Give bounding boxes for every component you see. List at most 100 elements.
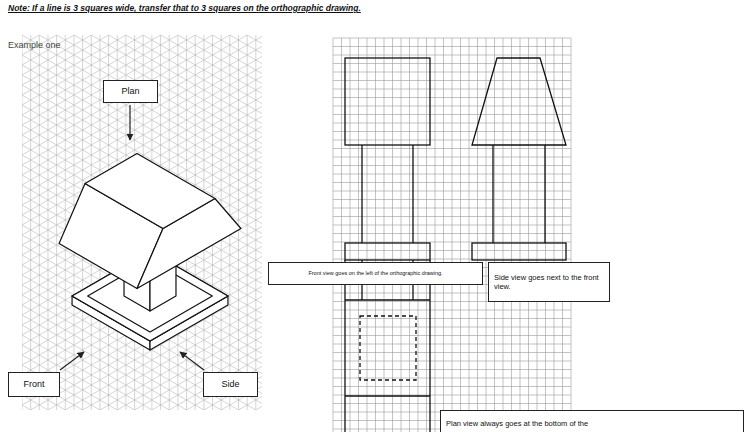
grid-line xyxy=(358,38,359,432)
grid-line xyxy=(333,89,571,90)
grid-line xyxy=(333,97,571,98)
grid-line xyxy=(333,165,571,166)
grid-line xyxy=(39,35,40,410)
grid-line xyxy=(333,403,571,404)
grid-line xyxy=(22,35,23,410)
grid-line xyxy=(554,38,555,432)
grid-line xyxy=(56,35,57,410)
plan-outline xyxy=(345,395,430,396)
grid-line xyxy=(367,38,368,432)
grid-line xyxy=(333,46,571,47)
grid-line xyxy=(333,225,571,226)
grid-line xyxy=(22,35,262,65)
plan-hidden-column xyxy=(360,316,416,380)
side-column xyxy=(492,145,493,243)
grid-line xyxy=(384,38,385,432)
orthographic-views xyxy=(345,58,566,432)
side-base xyxy=(472,243,566,260)
grid-line xyxy=(333,123,571,124)
grid-line xyxy=(333,386,571,387)
grid-line xyxy=(545,38,546,432)
grid-line xyxy=(333,208,571,209)
label-text: Plan xyxy=(109,86,152,97)
label-text: Plan view always goes at the bottom of t… xyxy=(446,419,738,428)
isometric-object xyxy=(59,154,241,351)
grid-line xyxy=(22,36,262,175)
grid-line xyxy=(520,38,521,432)
instruction-note: Note: If a line is 3 squares wide, trans… xyxy=(8,3,361,13)
label-text: Side view goes next to the front view. xyxy=(494,273,604,291)
isometric-grid xyxy=(22,35,262,410)
side-note-box: Side view goes next to the front view. xyxy=(488,262,610,302)
square-grid xyxy=(333,38,571,432)
grid-line xyxy=(375,38,376,432)
grid-line xyxy=(22,396,262,410)
grid-line xyxy=(30,35,31,410)
grid-line xyxy=(333,344,571,345)
grid-line xyxy=(22,406,262,410)
grid-line xyxy=(333,80,571,81)
grid-line xyxy=(571,38,572,432)
plan-arrow xyxy=(129,105,130,140)
grid-line xyxy=(255,35,256,410)
grid-line xyxy=(418,38,419,432)
label-text: Side xyxy=(209,379,252,390)
grid-line xyxy=(511,38,512,432)
side-label-box: Side xyxy=(203,372,258,397)
grid-line xyxy=(333,55,571,56)
front-column xyxy=(361,145,362,243)
side-roof xyxy=(472,58,566,145)
grid-line xyxy=(409,38,410,432)
grid-line xyxy=(333,335,571,336)
front-label-box: Front xyxy=(8,372,60,397)
grid-line xyxy=(350,38,351,432)
grid-line xyxy=(22,35,262,36)
grid-line xyxy=(65,35,66,410)
plan-outline xyxy=(429,260,430,432)
grid-line xyxy=(333,318,571,319)
grid-line xyxy=(333,216,571,217)
grid-line xyxy=(537,38,538,432)
grid-line xyxy=(333,352,571,353)
grid-line xyxy=(562,38,563,432)
grid-line xyxy=(333,106,571,107)
label-text: Front view goes on the left of the ortho… xyxy=(274,270,477,277)
side-column xyxy=(544,145,545,243)
grid-line xyxy=(401,38,402,432)
grid-line xyxy=(333,310,571,311)
grid-line xyxy=(333,140,571,141)
grid-line xyxy=(22,35,262,135)
plan-note-box: Plan view always goes at the bottom of t… xyxy=(440,410,744,432)
grid-line xyxy=(333,369,571,370)
label-text: Front xyxy=(14,379,54,390)
plan-label-box: Plan xyxy=(103,80,158,103)
grid-line xyxy=(333,174,571,175)
grid-line xyxy=(477,38,478,432)
grid-line xyxy=(528,38,529,432)
plan-outline xyxy=(344,260,345,432)
grid-line xyxy=(341,38,342,432)
grid-line xyxy=(47,35,48,410)
grid-line xyxy=(22,35,262,145)
example-label: Example one xyxy=(8,40,61,50)
grid-line xyxy=(247,35,248,410)
side-arrow xyxy=(180,352,204,370)
grid-line xyxy=(426,38,427,432)
front-roof xyxy=(345,58,430,145)
grid-line xyxy=(333,157,571,158)
grid-line xyxy=(333,378,571,379)
grid-line xyxy=(333,63,571,64)
grid-line xyxy=(469,38,470,432)
grid-line xyxy=(333,250,571,251)
grid-line xyxy=(452,38,453,432)
grid-line xyxy=(333,361,571,362)
front-column xyxy=(412,145,413,243)
grid-line xyxy=(333,38,334,432)
grid-line xyxy=(333,395,571,396)
grid-line xyxy=(238,35,239,410)
grid-line xyxy=(503,38,504,432)
object-face xyxy=(85,154,215,229)
grid-line xyxy=(435,38,436,432)
grid-line xyxy=(333,38,571,39)
